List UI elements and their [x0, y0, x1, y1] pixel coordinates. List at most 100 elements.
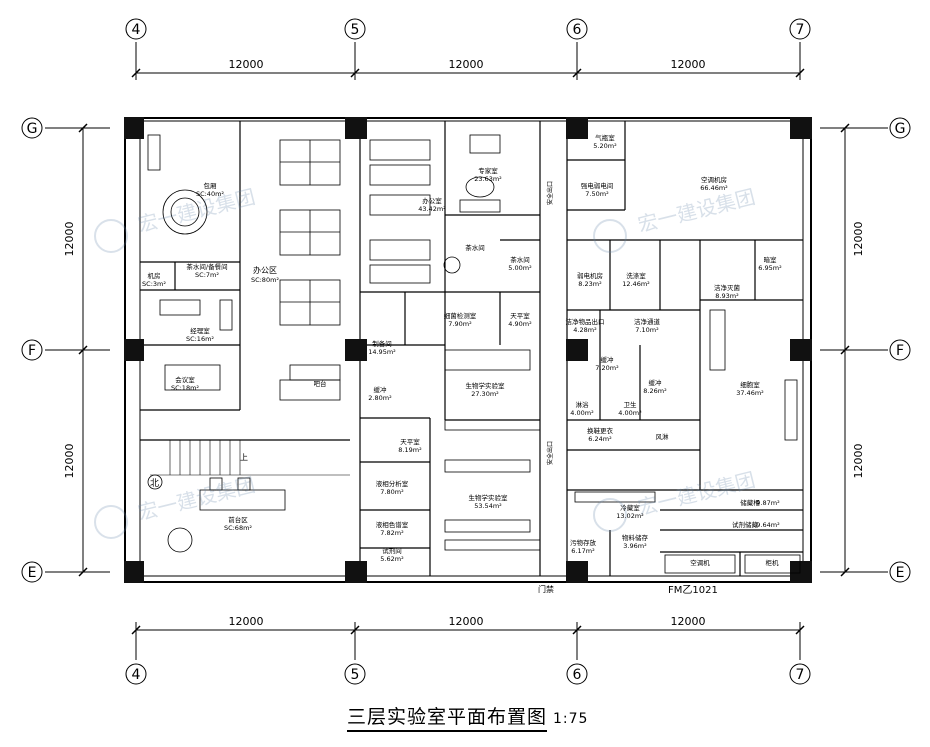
room-office-zone-name: 办公区 — [253, 265, 277, 275]
dim-bottom-2: 12000 — [449, 615, 484, 628]
room-wash-area: 12.46m² — [622, 280, 650, 288]
axis-labels: 4 5 6 7 4 5 6 7 G F E G F E — [27, 22, 906, 683]
room-hplc-area: 7.80m² — [380, 488, 404, 496]
structural-columns — [124, 117, 812, 583]
safe-exit-label-1: 安全出口 — [546, 441, 554, 465]
room-bar-name: 吧台 — [314, 379, 327, 388]
dim-bottom-3: 12000 — [671, 615, 706, 628]
room-exit-name: 洁净物品出口 — [566, 317, 605, 326]
room-meeting-name: 会议室 — [175, 375, 195, 384]
room-cabinet-room-name: 柜机 — [766, 558, 780, 567]
room-darkroom-name: 暗室 — [764, 255, 778, 264]
room-reagent-area: 5.62m² — [380, 555, 404, 563]
room-ac-room-name: 空调机 — [690, 558, 710, 567]
room-prep-area: 14.95m² — [368, 348, 396, 356]
room-change-area: 6.24m² — [588, 435, 612, 443]
room-waste-name: 污物存放 — [570, 538, 597, 547]
axis-col-5-bottom: 5 — [351, 667, 360, 683]
room-tea-name: 茶水间/备餐间 — [186, 262, 227, 271]
room-shower-area: 4.00m² — [570, 409, 594, 417]
drawing-scale: 1:75 — [553, 711, 589, 727]
room-biolab2-name: 生物学实验室 — [469, 493, 509, 502]
dimension-texts: 12000 12000 12000 12000 12000 12000 1200… — [63, 58, 865, 628]
room-labels: 包厢 SC:40m² 办公区 SC:80m² 茶水间/备餐间 SC:7m² 机房… — [142, 133, 782, 567]
room-cold-area: 13.02m² — [616, 512, 644, 520]
room-machine-area: SC:3m² — [142, 280, 166, 288]
axis-row-e-left: E — [28, 565, 37, 581]
room-buffer-area: 2.80m² — [368, 394, 392, 402]
room-manager-area: SC:16m² — [186, 335, 214, 343]
room-cell-name: 细胞室 — [740, 380, 760, 389]
room-baojian-name: 包厢 — [204, 181, 218, 190]
watermark: 宏一建设集团 宏一建设集团 宏一建设集团 宏一建设集团 — [94, 185, 758, 539]
room-tea-area: SC:7m² — [195, 271, 219, 279]
room-bacteria-name: 细菌检测室 — [444, 311, 477, 320]
room-cleanroom-name: 洁净灭菌 — [714, 283, 741, 292]
room-elec-name: 弱电机房 — [577, 271, 603, 280]
door-tag: FM乙1021 — [668, 584, 718, 596]
room-b2-name: 缓冲 — [649, 378, 663, 387]
workstations — [147, 134, 801, 574]
room-balance-area: 4.90m² — [508, 320, 532, 328]
room-expert-name: 专家室 — [478, 166, 498, 175]
room-biolab-area: 27.30m² — [471, 390, 499, 398]
room-cabinet1-area: 9.87m² — [756, 499, 780, 507]
room-corridor-name: 洁净通道 — [634, 317, 661, 326]
axis-bubbles — [21, 18, 911, 685]
misc-labels: 上 门禁 北 安全出口 安全出口 FM乙1021 — [150, 181, 718, 596]
room-airlock-name: 风淋 — [656, 432, 670, 441]
room-gas-name: 气瓶室 — [595, 133, 615, 142]
dim-left-1: 12000 — [63, 222, 76, 257]
room-baojian-area: SC:40m² — [196, 190, 224, 198]
room-waste-area: 6.17m² — [571, 547, 595, 555]
dim-bottom-1: 12000 — [229, 615, 264, 628]
room-manager-name: 经理室 — [190, 326, 210, 335]
room-biolab-name: 生物学实验室 — [466, 381, 506, 390]
dim-top-3: 12000 — [671, 58, 706, 71]
room-office2-name: 办公室 — [422, 196, 442, 205]
room-b1-name: 缓冲 — [601, 355, 615, 364]
room-cold-name: 冷藏室 — [620, 503, 640, 512]
room-reception-name: 前台区 — [228, 515, 248, 524]
room-pantry-area: 5.00m² — [508, 264, 532, 272]
room-ac-name: 空调机房 — [701, 175, 727, 184]
stairs-up-label: 上 — [240, 453, 248, 462]
room-expert-area: 23.63m² — [474, 175, 502, 183]
axis-col-4-bottom: 4 — [132, 667, 141, 683]
room-b1-area: 7.20m² — [595, 364, 619, 372]
room-cabinet2-area: 9.64m² — [756, 521, 780, 529]
room-shower-name: 淋浴 — [576, 400, 590, 409]
room-reagent-name: 试剂间 — [382, 546, 402, 555]
room-prep-name: 制备间 — [372, 339, 392, 348]
dim-top-2: 12000 — [449, 58, 484, 71]
dimension-lines — [45, 42, 888, 660]
room-corridor-area: 7.10m² — [635, 326, 659, 334]
room-biolab2-area: 53.54m² — [474, 502, 502, 510]
room-gc-area: 7.82m² — [380, 529, 404, 537]
room-strong-area: 7.50m² — [585, 190, 609, 198]
axis-row-e-right: E — [896, 565, 905, 581]
watermark-text-4: 宏一建设集团 — [635, 468, 757, 520]
room-gas-area: 5.20m² — [593, 142, 617, 150]
drawing-title: 三层实验室平面布置图 1:75 — [347, 702, 589, 732]
dim-right-1: 12000 — [852, 222, 865, 257]
dim-top-1: 12000 — [229, 58, 264, 71]
room-balance-name: 天平室 — [510, 311, 530, 320]
drawing-title-text: 三层实验室平面布置图 — [347, 706, 548, 732]
axis-col-6-top: 6 — [573, 22, 582, 38]
axis-row-g-right: G — [895, 121, 906, 137]
axis-row-f-left: F — [28, 343, 36, 359]
room-wash-name: 洗涤室 — [626, 271, 646, 280]
room-darkroom-area: 6.95m² — [758, 264, 782, 272]
room-cleanroom-area: 8.93m² — [715, 292, 739, 300]
room-cell-area: 37.46m² — [736, 389, 764, 397]
room-stock-area: 3.96m² — [623, 542, 647, 550]
room-balance2-area: 8.19m² — [398, 446, 422, 454]
room-office-zone-area: SC:80m² — [251, 276, 279, 284]
room-ac-area: 66.46m² — [700, 184, 728, 192]
room-gc-name: 液相色谱室 — [376, 520, 409, 529]
room-hplc-name: 液相分析室 — [376, 479, 409, 488]
room-machine-name: 机房 — [148, 271, 161, 280]
room-tea2-name: 茶水间 — [465, 243, 485, 252]
